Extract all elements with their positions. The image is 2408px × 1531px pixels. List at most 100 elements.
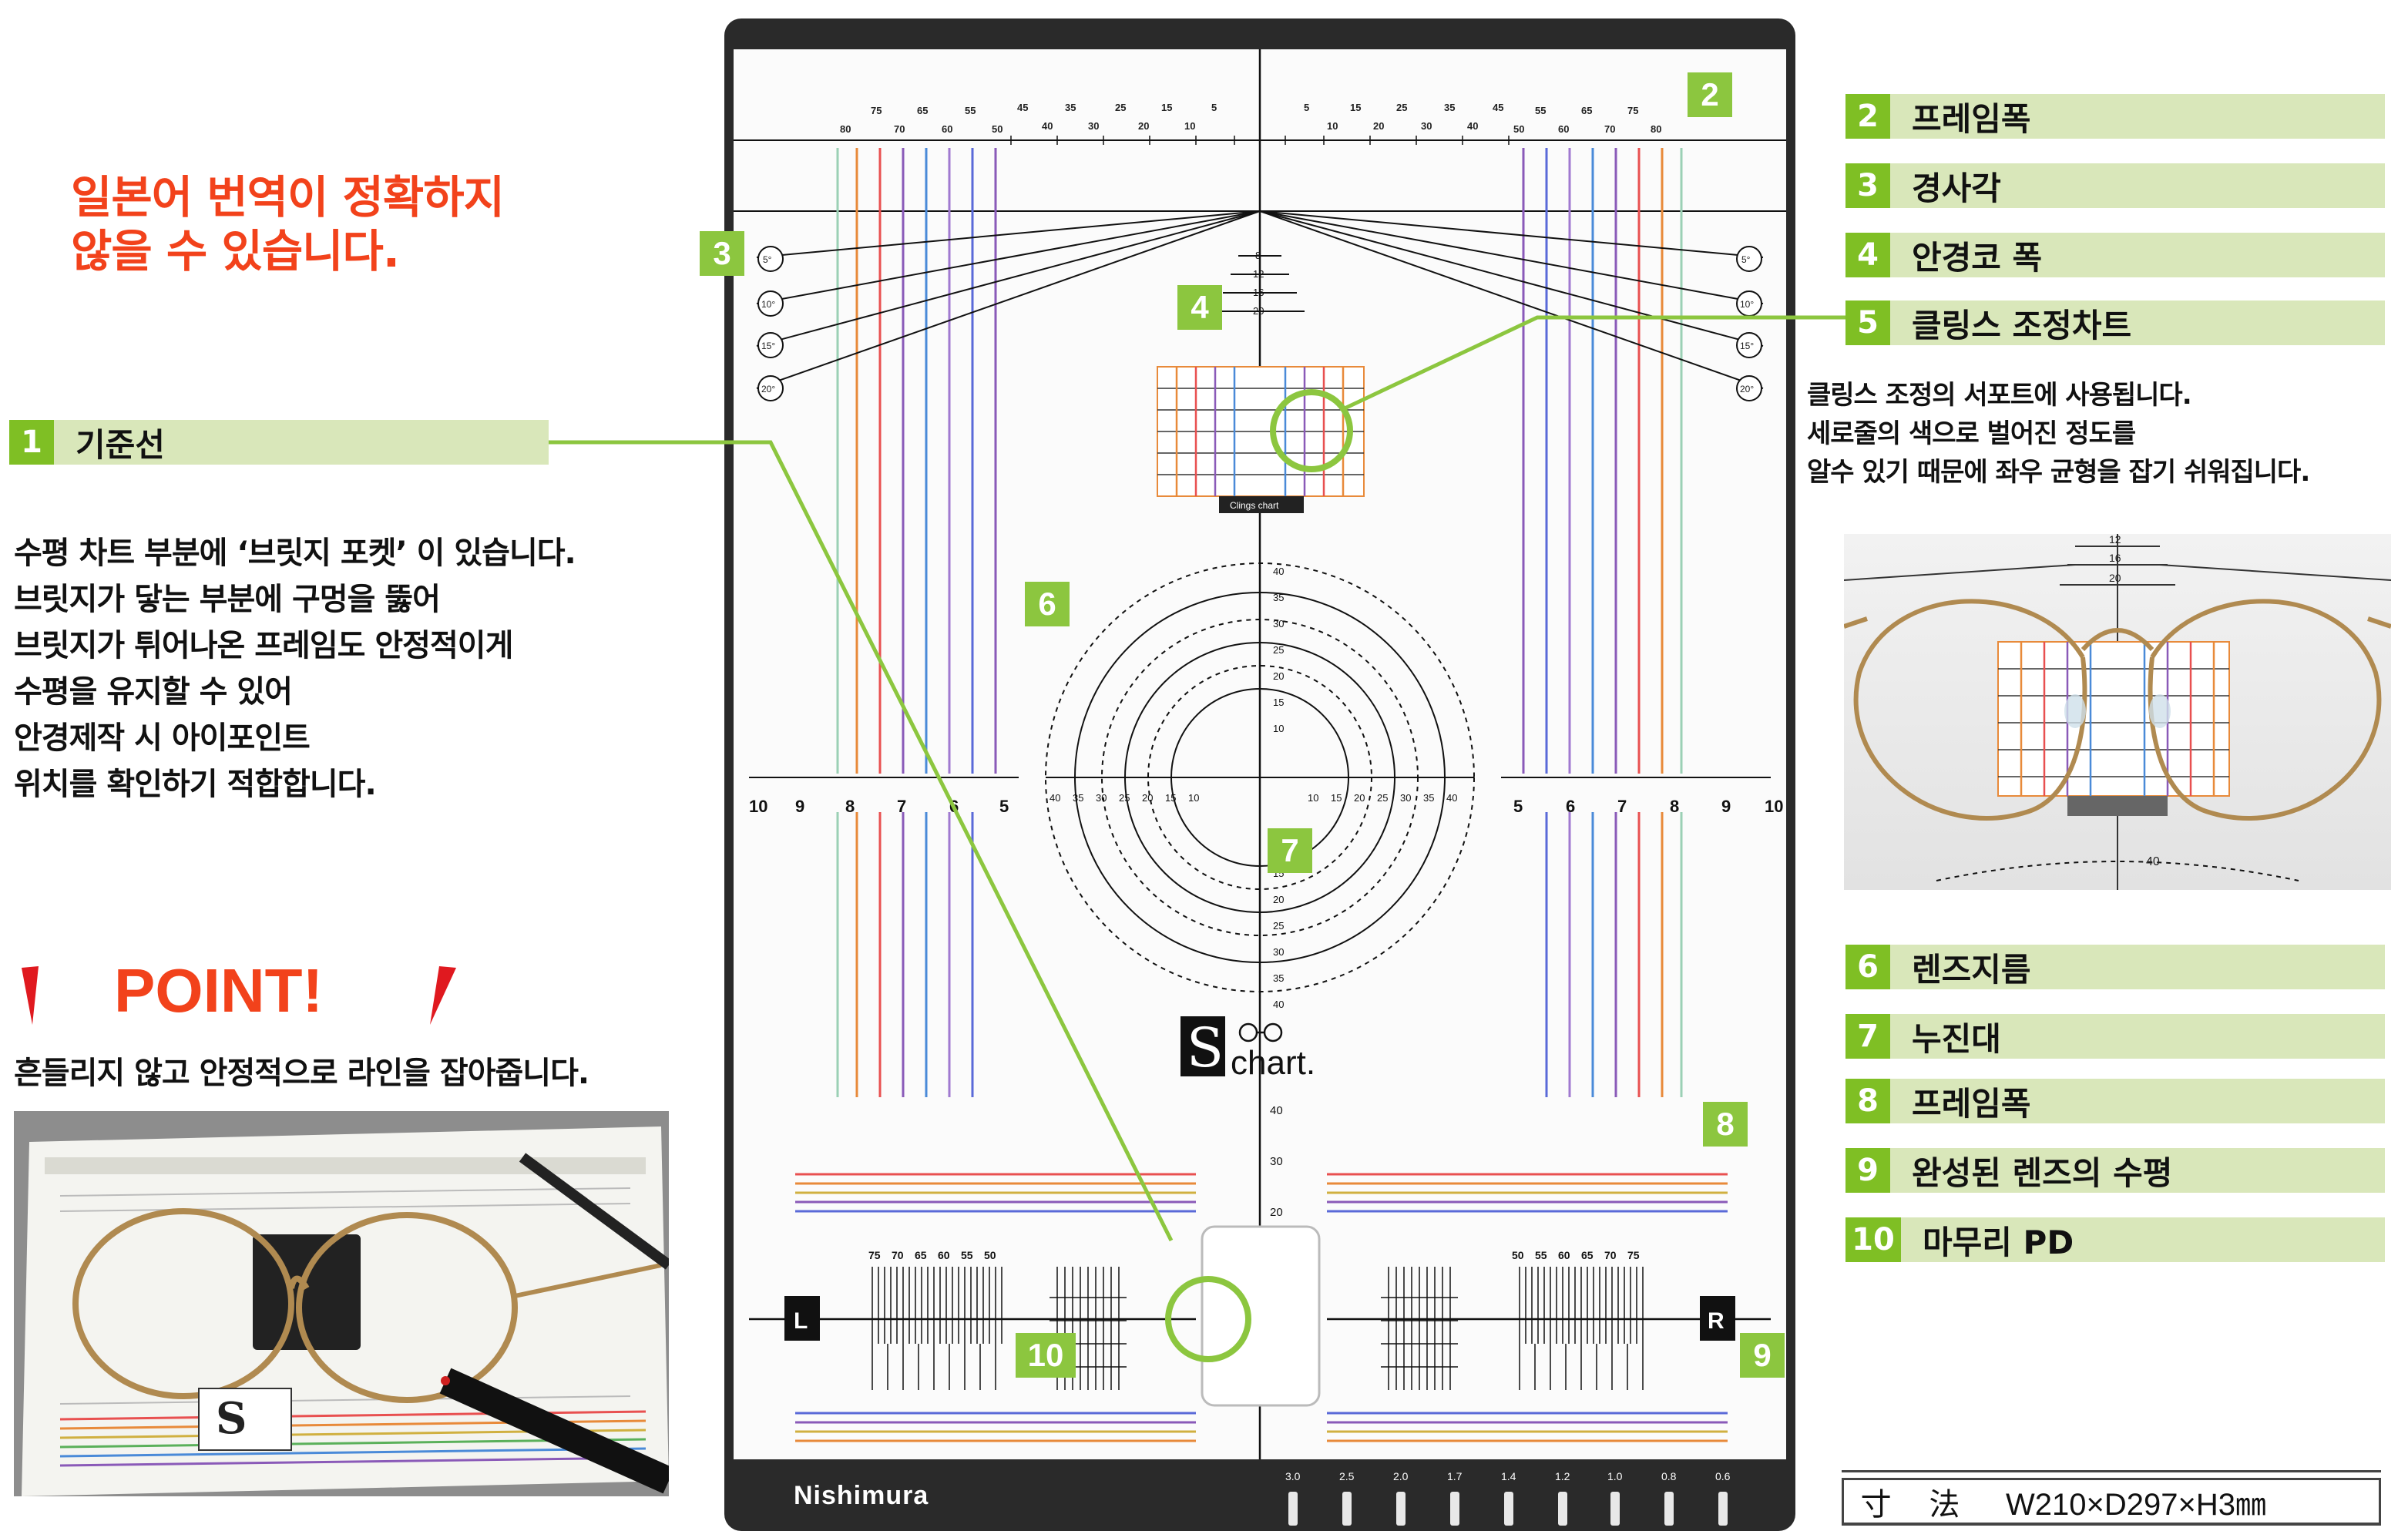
svg-text:75: 75: [1627, 105, 1638, 116]
marker-3: 3: [700, 231, 744, 276]
svg-text:40: 40: [1467, 120, 1478, 132]
svg-text:40: 40: [1270, 1104, 1283, 1117]
dimension-key: 寸 法: [1860, 1486, 1974, 1523]
ruler-slot-icon: [1558, 1492, 1567, 1526]
legend-label: 프레임폭: [1912, 99, 2031, 138]
svg-text:60: 60: [942, 123, 952, 135]
desc-line: 위치를 확인하기 적합합니다.: [14, 767, 377, 802]
marker-4: 4: [1177, 285, 1222, 330]
legend-number: 4: [1845, 233, 1890, 277]
ruler-label: 2.0: [1393, 1470, 1409, 1482]
svg-text:7: 7: [1617, 797, 1627, 816]
legend-item-4: 4 안경코 폭: [1845, 233, 2385, 277]
svg-text:6: 6: [1566, 797, 1575, 816]
svg-text:20: 20: [2109, 572, 2121, 584]
svg-text:S: S: [216, 1393, 247, 1444]
svg-text:15: 15: [1161, 102, 1172, 113]
svg-text:70: 70: [894, 123, 905, 135]
svg-text:20: 20: [1373, 120, 1384, 132]
svg-text:5°: 5°: [763, 254, 772, 265]
svg-text:15: 15: [1331, 792, 1342, 804]
marker-2: 2: [1688, 72, 1732, 117]
legend-label: 마무리 PD: [1923, 1223, 2074, 1261]
legend-label: 프레임폭: [1912, 1084, 2031, 1123]
svg-text:10: 10: [1765, 797, 1783, 816]
svg-text:10: 10: [1184, 120, 1195, 132]
desc-line: 안경제작 시 아이포인트: [14, 720, 311, 756]
svg-text:10: 10: [749, 797, 767, 816]
clings-chart-label: Clings chart: [1230, 500, 1279, 511]
ruler-slot-icon: [1342, 1492, 1352, 1526]
svg-text:55: 55: [961, 1249, 973, 1261]
desc-line: 알수 있기 때문에 좌우 균형을 잡기 쉬워집니다.: [1807, 457, 2310, 488]
svg-text:8: 8: [1670, 797, 1679, 816]
dimension-value: W210×D297×H3㎜: [2006, 1487, 2266, 1522]
svg-text:25: 25: [1377, 792, 1388, 804]
svg-text:75: 75: [871, 105, 882, 116]
svg-text:55: 55: [1535, 1249, 1547, 1261]
ruler-slot-icon: [1396, 1492, 1406, 1526]
svg-text:35: 35: [1273, 592, 1284, 603]
svg-text:60: 60: [938, 1249, 950, 1261]
legend-item-7: 7 누진대: [1845, 1014, 2385, 1059]
svg-text:80: 80: [840, 123, 851, 135]
svg-text:60: 60: [1558, 1249, 1570, 1261]
svg-text:60: 60: [1558, 123, 1569, 135]
svg-text:65: 65: [915, 1249, 927, 1261]
svg-text:20°: 20°: [1740, 384, 1754, 395]
svg-text:55: 55: [965, 105, 976, 116]
svg-text:16: 16: [2109, 552, 2121, 564]
reference-line-description: 수평 차트 부분에 ‘브릿지 포켓’ 이 있습니다. 브릿지가 닿는 부분에 구…: [14, 530, 576, 807]
svg-text:50: 50: [992, 123, 1002, 135]
legend-item-10: 10 마무리 PD: [1845, 1217, 2385, 1262]
legend-number: 8: [1845, 1079, 1890, 1123]
legend-number: 10: [1845, 1217, 1901, 1262]
svg-text:20°: 20°: [761, 384, 775, 395]
legend-number: 2: [1845, 94, 1890, 139]
svg-text:50: 50: [1512, 1249, 1524, 1261]
point-subtitle: 흔들리지 않고 안정적으로 라인을 잡아줍니다.: [14, 1056, 589, 1091]
legend-item-1: 1 기준선: [9, 420, 549, 465]
svg-text:16: 16: [1253, 287, 1264, 298]
svg-text:20: 20: [1138, 120, 1149, 132]
ruler-label: 2.5: [1339, 1470, 1355, 1482]
marker-9: 9: [1740, 1333, 1785, 1378]
svg-text:40: 40: [1273, 999, 1284, 1010]
svg-text:30: 30: [1096, 792, 1107, 804]
svg-text:35: 35: [1273, 972, 1284, 984]
svg-text:5°: 5°: [1741, 254, 1751, 265]
legend-label: 안경코 폭: [1912, 238, 2043, 277]
svg-text:35: 35: [1073, 792, 1083, 804]
dimension-rule: [1842, 1470, 2381, 1472]
marker-8: 8: [1703, 1102, 1748, 1147]
s-logo-chart: chart.: [1231, 1044, 1315, 1082]
desc-line: 클링스 조정의 서포트에 사용됩니다.: [1807, 380, 2192, 411]
legend-item-8: 8 프레임폭: [1845, 1079, 2385, 1123]
ruler-slot-icon: [1664, 1492, 1674, 1526]
legend-item-3: 3 경사각: [1845, 163, 2385, 208]
point-title: POINT!: [114, 956, 324, 1025]
svg-text:12: 12: [2109, 534, 2121, 546]
svg-text:20: 20: [1273, 670, 1284, 682]
svg-text:70: 70: [1604, 123, 1615, 135]
legend-label: 누진대: [1912, 1019, 2001, 1058]
svg-text:15°: 15°: [761, 341, 775, 351]
svg-text:40: 40: [1273, 566, 1284, 577]
marker-7: 7: [1268, 828, 1312, 873]
svg-text:20: 20: [1253, 305, 1264, 317]
ruler-slot-icon: [1504, 1492, 1513, 1526]
svg-text:15: 15: [1273, 697, 1284, 708]
ruler-label: 3.0: [1285, 1470, 1301, 1482]
ruler-label: 0.6: [1715, 1470, 1731, 1482]
svg-text:30: 30: [1273, 946, 1284, 958]
svg-text:80: 80: [1651, 123, 1661, 135]
svg-text:55: 55: [1535, 105, 1546, 116]
svg-text:25: 25: [1115, 102, 1126, 113]
svg-text:5: 5: [1211, 102, 1217, 113]
svg-text:9: 9: [795, 797, 804, 816]
legend-item-5: 5 클링스 조정차트: [1845, 300, 2385, 345]
svg-text:40: 40: [1042, 120, 1053, 132]
svg-text:65: 65: [1581, 105, 1592, 116]
svg-text:10: 10: [1308, 792, 1318, 804]
svg-text:5: 5: [1513, 797, 1523, 816]
